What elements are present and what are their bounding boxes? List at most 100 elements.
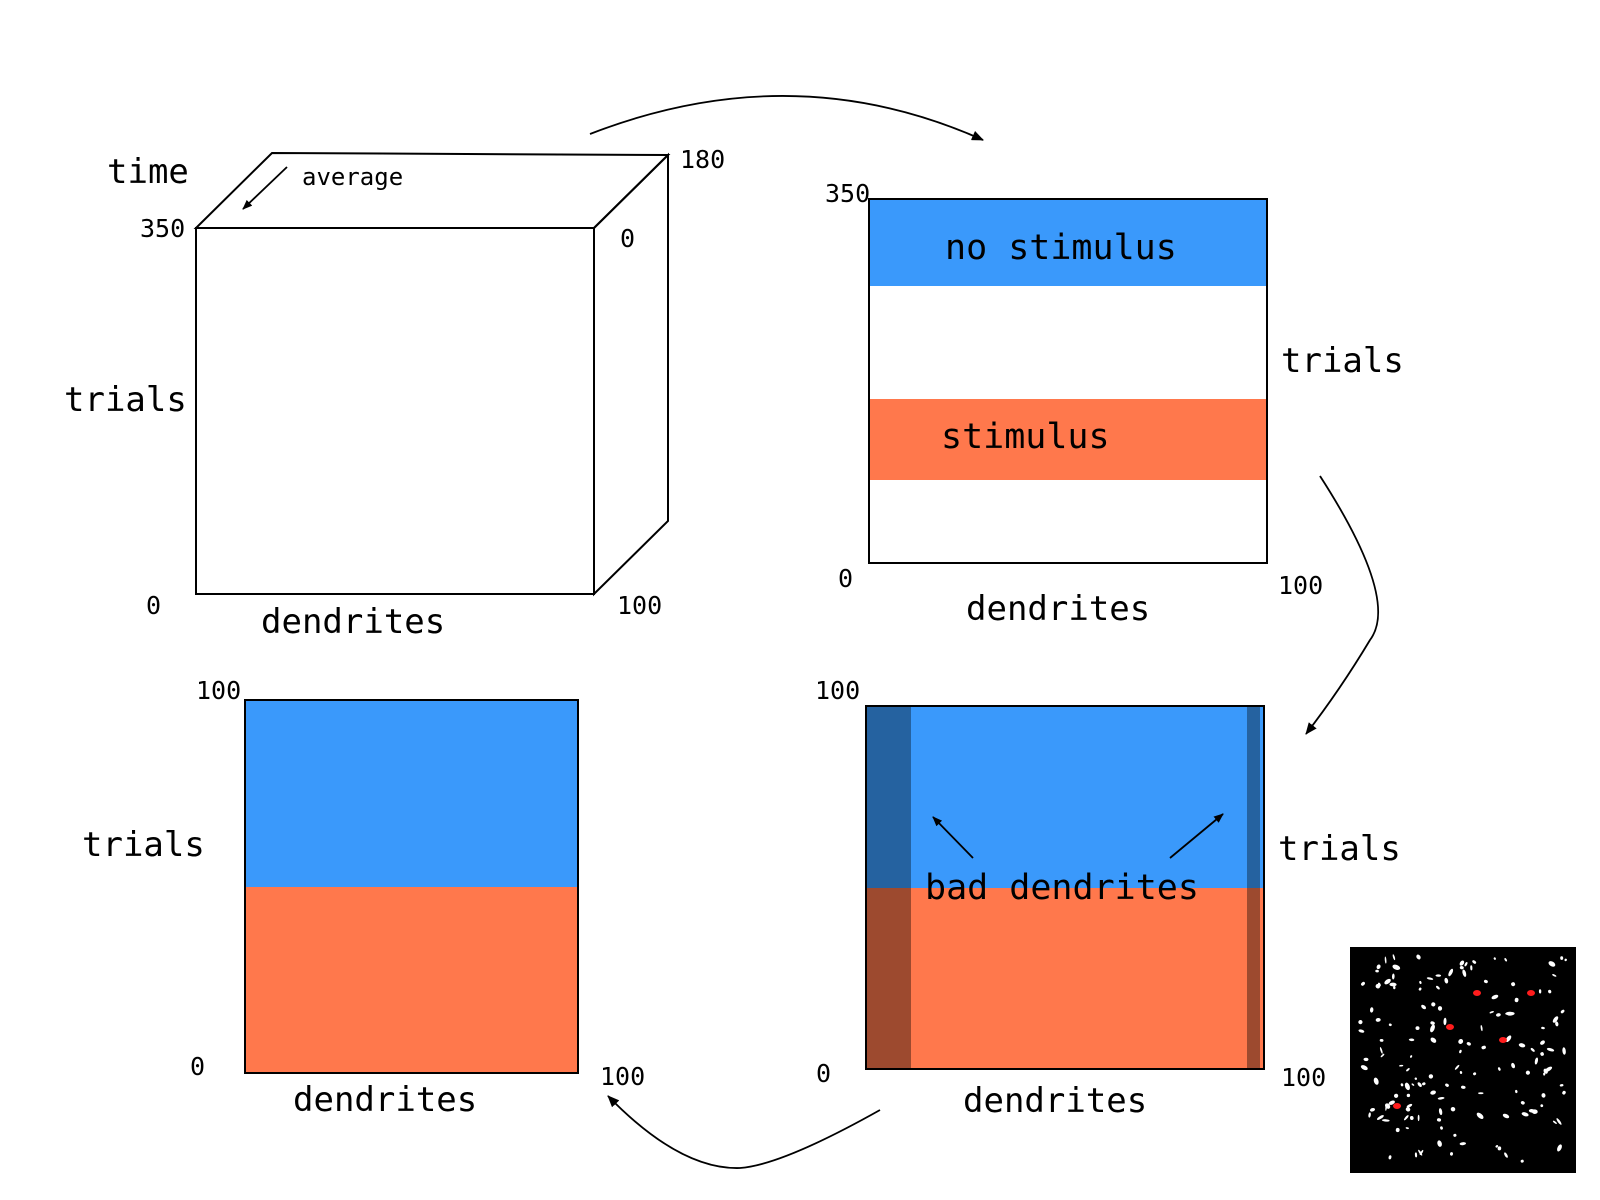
sorted-matrix-tick-100-top: 100 — [815, 676, 860, 705]
thumbnail-red-blob — [1446, 1024, 1454, 1030]
thumbnail-blob — [1540, 1052, 1544, 1056]
thumbnail-blob — [1428, 1074, 1434, 1079]
thumbnail-blob — [1552, 1120, 1557, 1124]
thumbnail-red-blob — [1527, 990, 1535, 996]
thumbnail-blob — [1409, 1116, 1414, 1120]
thumbnail-blob — [1414, 1152, 1418, 1158]
thumbnail-blob — [1392, 954, 1396, 961]
thumbnail-blob — [1504, 1152, 1508, 1158]
thumbnail-blob — [1405, 1127, 1409, 1130]
thumbnail-blob — [1392, 964, 1401, 970]
thumbnail-blob — [1546, 1047, 1555, 1052]
trial-matrix-tick-100: 100 — [1278, 571, 1323, 600]
thumbnail-blob — [1411, 1083, 1415, 1086]
thumbnail-blob — [1555, 1021, 1559, 1027]
thumbnail-blob — [1405, 1107, 1411, 1112]
thumbnail-blob — [1440, 1126, 1443, 1130]
thumbnail-blob — [1489, 1011, 1494, 1014]
thumbnail-blob — [1393, 985, 1396, 990]
thumbnail-blob — [1538, 989, 1542, 994]
thumbnail-blob — [1391, 973, 1395, 980]
thumbnail-blob — [1466, 1042, 1471, 1046]
thumbnail-blob — [1521, 1112, 1529, 1117]
cube-tick-350: 350 — [140, 214, 185, 243]
thumbnail-blob — [1548, 961, 1556, 967]
thumbnail-red-blob — [1393, 1103, 1401, 1109]
thumbnail-blob — [1417, 1082, 1422, 1087]
bad-dendrite-strip-right-top — [1247, 706, 1260, 888]
thumbnail-blob — [1548, 989, 1552, 994]
thumbnail-blob — [1368, 1112, 1371, 1118]
cube-time-label: time — [107, 152, 189, 192]
thumbnail-blob — [1480, 1025, 1483, 1032]
thumbnail-blob — [1552, 974, 1557, 977]
sorted-matrix-frame — [865, 705, 1265, 1070]
thumbnail-blob — [1437, 1097, 1445, 1100]
thumbnail-blob — [1534, 1057, 1539, 1065]
thumbnail-blob — [1375, 969, 1379, 973]
thumbnail-blob — [1406, 1093, 1411, 1098]
thumbnail-blob — [1375, 1017, 1381, 1022]
thumbnail-blob — [1384, 978, 1391, 985]
thumbnail-blob — [1543, 1068, 1548, 1074]
thumbnail-blob — [1459, 960, 1465, 966]
thumbnail-blob — [1562, 1047, 1566, 1055]
thumbnail-blob — [1410, 1055, 1413, 1058]
thumbnail-blob — [1497, 1146, 1502, 1151]
thumbnail-red-blob — [1473, 990, 1481, 996]
thumbnail-blob — [1363, 1057, 1369, 1062]
thumbnail-blob — [1426, 977, 1434, 980]
thumbnail-blob — [1497, 1067, 1501, 1071]
trial-matrix-panel: no stimulus stimulus trials dendrites 35… — [825, 179, 1404, 629]
trial-matrix-dendrites-label: dendrites — [966, 589, 1150, 629]
thumbnail-blob — [1453, 1133, 1457, 1137]
clean-matrix-tick-origin: 0 — [190, 1052, 205, 1081]
thumbnail-blob — [1564, 958, 1567, 962]
thumbnail-blob — [1445, 1083, 1449, 1087]
dendrite-mask-thumbnail — [1350, 947, 1576, 1173]
thumbnail-blob — [1459, 1142, 1466, 1146]
clean-matrix-frame — [244, 699, 579, 1074]
thumbnail-blob — [1444, 977, 1449, 984]
thumbnail-blob — [1379, 1038, 1384, 1042]
sorted-matrix-panel: bad dendrites trials dendrites 100 0 100 — [815, 676, 1401, 1121]
thumbnail-blob — [1399, 1064, 1404, 1067]
thumbnail-blob — [1379, 1047, 1383, 1054]
stimulus-label: stimulus — [941, 417, 1110, 457]
thumbnail-blob — [1435, 974, 1442, 977]
thumbnail-blob — [1417, 1114, 1420, 1122]
thumbnail-blob — [1395, 1127, 1400, 1133]
thumbnail-blob — [1459, 966, 1464, 970]
thumbnail-blob — [1419, 980, 1422, 985]
thumbnail-blob — [1491, 994, 1499, 1000]
clean-matrix-tick-100-right: 100 — [600, 1062, 645, 1091]
thumbnail-blob — [1438, 1108, 1443, 1116]
stimulus-band — [869, 399, 1267, 480]
thumbnail-blob — [1458, 1039, 1464, 1044]
clean-matrix-dendrites-label: dendrites — [293, 1080, 477, 1120]
thumbnail-blob — [1552, 1016, 1559, 1023]
thumbnail-blob — [1478, 1092, 1484, 1095]
average-label: average — [302, 163, 403, 191]
bad-dendrites-label: bad dendrites — [925, 868, 1199, 908]
thumbnail-blob — [1560, 1009, 1565, 1014]
thumbnail-blob — [1406, 1103, 1413, 1108]
thumbnail-blob — [1459, 1071, 1463, 1074]
thumbnail-blob — [1373, 1077, 1379, 1085]
average-arrow — [242, 166, 288, 210]
thumbnail-blob — [1495, 1145, 1499, 1148]
clean-blue-region — [245, 700, 578, 887]
cube-tick-time-0: 0 — [620, 224, 635, 253]
thumbnail-blob — [1511, 982, 1516, 987]
thumbnail-blob — [1459, 1049, 1462, 1054]
thumbnail-blob — [1470, 965, 1473, 971]
thumbnail-blob — [1431, 1002, 1436, 1007]
thumbnail-blob — [1476, 1112, 1484, 1119]
thumbnail-blob — [1493, 957, 1496, 960]
sorted-matrix-dendrites-label: dendrites — [963, 1081, 1147, 1121]
thumbnail-blob — [1430, 1037, 1437, 1043]
thumbnail-blob — [1415, 1026, 1420, 1030]
thumbnail-blob — [1437, 1140, 1442, 1147]
thumbnail-blob — [1559, 1084, 1564, 1087]
